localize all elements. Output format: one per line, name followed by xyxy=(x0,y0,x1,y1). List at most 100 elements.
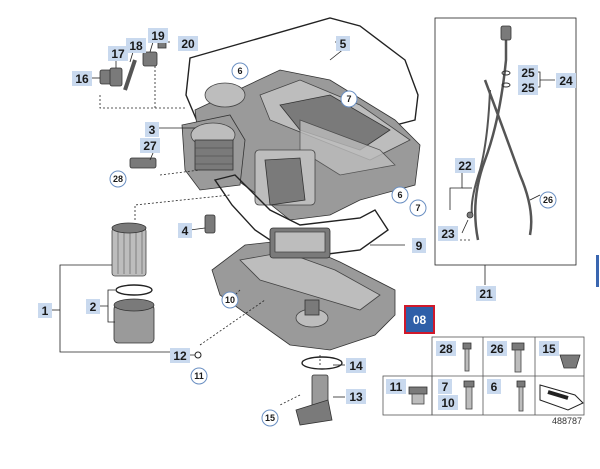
callout-label: 5 xyxy=(340,37,347,51)
callout-circle-11[interactable]: 11 xyxy=(190,367,208,385)
callout-label: 3 xyxy=(149,123,156,137)
washer-12 xyxy=(194,351,202,359)
callout-box-9[interactable]: 9 xyxy=(412,238,426,253)
callout-label: 4 xyxy=(182,224,189,238)
callout-label: 19 xyxy=(151,29,165,43)
callout-box-22[interactable]: 22 xyxy=(455,158,475,173)
callout-box-5[interactable]: 5 xyxy=(336,36,350,51)
callout-label: 7 xyxy=(346,94,351,104)
lower-pan-gasket xyxy=(213,174,389,256)
callout-label: 26 xyxy=(543,195,553,205)
oil-filter-element xyxy=(111,222,147,277)
legend-callout-28[interactable]: 28 xyxy=(436,341,456,356)
legend-callout-15[interactable]: 15 xyxy=(539,341,559,356)
o-ring-2 xyxy=(115,284,153,296)
legend-callout-6[interactable]: 6 xyxy=(487,379,501,394)
callout-box-19[interactable]: 19 xyxy=(148,28,168,43)
drawing-reference: 488787 xyxy=(552,416,582,426)
callout-circle-6[interactable]: 6 xyxy=(391,186,409,204)
callout-label: 10 xyxy=(225,295,235,305)
callout-box-4[interactable]: 4 xyxy=(178,223,192,238)
callout-label: 14 xyxy=(349,359,363,373)
callout-box-21[interactable]: 21 xyxy=(476,286,496,301)
callout-label: 22 xyxy=(458,159,472,173)
circle-callouts: 6 7 6 7 10 11 15 26 28 xyxy=(109,62,557,427)
callout-label: 1 xyxy=(42,304,49,318)
dashed-guides xyxy=(99,66,470,406)
lower-oil-pan xyxy=(211,227,396,351)
callout-label: 18 xyxy=(129,39,143,53)
callout-label: 23 xyxy=(441,227,455,241)
bolt-7-10-icon xyxy=(463,380,475,410)
callout-box-3[interactable]: 3 xyxy=(145,122,159,137)
callout-box-24[interactable]: 24 xyxy=(556,73,576,88)
callout-label: 25 xyxy=(521,81,535,95)
legend-label: 26 xyxy=(490,342,504,356)
callout-box-25[interactable]: 25 xyxy=(518,65,538,80)
nut-15-icon xyxy=(559,354,581,369)
bolt-28-icon xyxy=(462,342,472,372)
fastener-legend xyxy=(382,336,585,416)
callout-box-1[interactable]: 1 xyxy=(38,303,52,318)
callout-box-25[interactable]: 25 xyxy=(518,80,538,95)
callout-label: 6 xyxy=(237,66,242,76)
callout-label: 28 xyxy=(113,174,123,184)
plug-11-icon xyxy=(408,386,428,405)
callout-label: 12 xyxy=(173,349,187,363)
callout-circle-28[interactable]: 28 xyxy=(109,170,127,188)
callout-circle-7[interactable]: 7 xyxy=(409,199,427,217)
sensor-4 xyxy=(204,214,216,234)
callout-box-20[interactable]: 20 xyxy=(178,36,198,51)
legend-label: 7 xyxy=(442,380,449,394)
sensor-18 xyxy=(142,51,158,67)
legend-label: 6 xyxy=(491,380,498,394)
callout-box-16[interactable]: 16 xyxy=(72,71,92,86)
callout-label: 24 xyxy=(559,74,573,88)
direction-arrow-icon xyxy=(539,384,584,411)
callout-circle-10[interactable]: 10 xyxy=(221,291,239,309)
bracket-20 xyxy=(123,59,137,91)
callout-label: 20 xyxy=(181,37,195,51)
callout-label: 17 xyxy=(111,47,125,61)
filter-cap xyxy=(113,298,155,344)
callout-box-14[interactable]: 14 xyxy=(346,358,366,373)
highlight-callout-08[interactable]: 08 xyxy=(404,305,435,334)
callout-circle-15[interactable]: 15 xyxy=(261,409,279,427)
callout-box-23[interactable]: 23 xyxy=(438,226,458,241)
bolt-26-icon xyxy=(511,342,525,373)
callout-label: 21 xyxy=(479,287,493,301)
callout-label: 7 xyxy=(415,203,420,213)
legend-label: 10 xyxy=(441,396,455,410)
o-ring-14 xyxy=(301,356,343,370)
callout-box-13[interactable]: 13 xyxy=(346,389,366,404)
callout-box-18[interactable]: 18 xyxy=(126,38,146,53)
callout-label: 6 xyxy=(397,190,402,200)
page-edge-marker xyxy=(596,255,599,287)
callout-circle-7[interactable]: 7 xyxy=(340,90,358,108)
callout-label: 13 xyxy=(349,390,363,404)
svg-text:08: 08 xyxy=(413,313,427,327)
callout-circle-26[interactable]: 26 xyxy=(539,191,557,209)
legend-callout-11[interactable]: 11 xyxy=(386,379,406,394)
dipstick-assembly xyxy=(434,17,577,266)
callout-label: 27 xyxy=(143,139,157,153)
callout-box-17[interactable]: 17 xyxy=(108,46,128,61)
callout-circle-6[interactable]: 6 xyxy=(231,62,249,80)
legend-label: 28 xyxy=(439,342,453,356)
legend-callout-7[interactable]: 7 xyxy=(438,379,452,394)
legend-callout-10[interactable]: 10 xyxy=(438,395,458,410)
callout-box-27[interactable]: 27 xyxy=(140,138,160,153)
oil-filter-housing xyxy=(181,114,246,191)
legend-label: 11 xyxy=(390,380,403,394)
legend-callouts: 28 26 15 11 7 10 6 xyxy=(386,341,559,410)
sensor-27 xyxy=(129,157,157,169)
callout-label: 11 xyxy=(194,371,204,381)
callout-label: 15 xyxy=(265,413,275,423)
legend-callout-26[interactable]: 26 xyxy=(487,341,507,356)
callout-box-2[interactable]: 2 xyxy=(86,299,100,314)
callout-box-12[interactable]: 12 xyxy=(170,348,190,363)
callout-label: 2 xyxy=(90,300,97,314)
